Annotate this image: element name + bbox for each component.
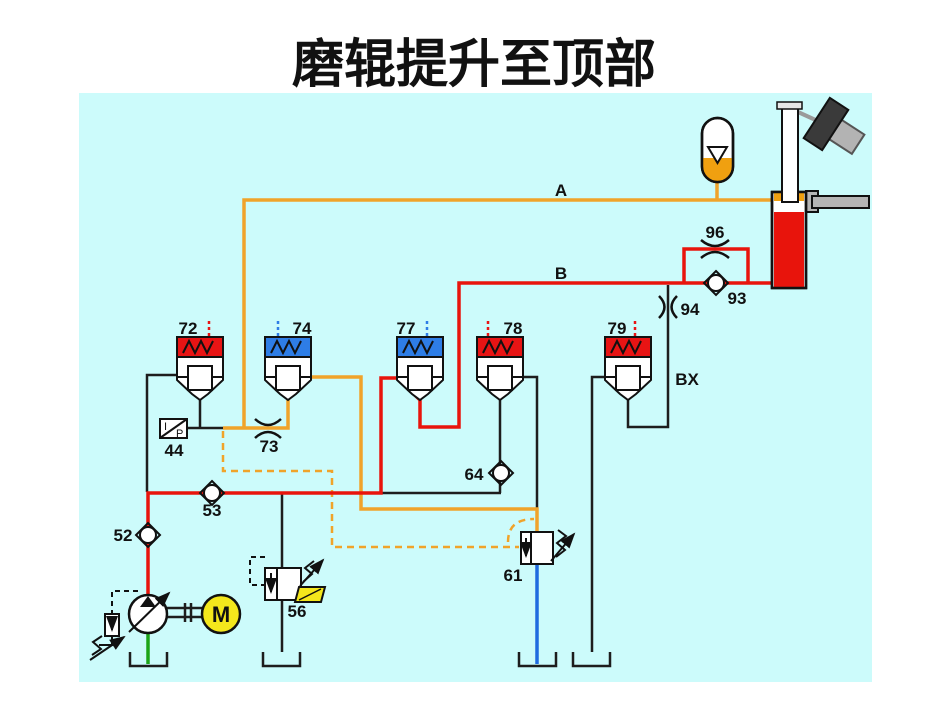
line-a [242, 198, 772, 428]
label-53: 53 [203, 501, 222, 520]
transducer-i: I [164, 421, 167, 433]
tank-valve56 [261, 652, 302, 668]
pump-group [89, 590, 171, 661]
slide-title: 磨辊提升至顶部 [292, 36, 656, 94]
label-valve-77: 77 [397, 319, 416, 338]
shaft [167, 603, 202, 622]
relief-valve-61 [520, 529, 576, 565]
throttle-73 [254, 418, 282, 439]
check-valve-52 [134, 521, 162, 549]
check-valve-53 [198, 479, 226, 507]
motor-label: M [212, 602, 230, 627]
throttles [254, 239, 730, 439]
label-valve-72: 72 [179, 319, 198, 338]
label-56: 56 [288, 602, 307, 621]
check-valve-64 [487, 459, 515, 487]
ip-transducer-44: I P [159, 418, 188, 440]
accumulator-triangle [706, 146, 729, 165]
variable-arrow [128, 591, 171, 633]
label-73: 73 [260, 437, 279, 456]
check-valve-93 [702, 269, 730, 297]
solenoid-valve-56 [249, 556, 327, 603]
orange-lines [223, 182, 772, 531]
compensator-spring [91, 635, 103, 656]
tank-valve79 [571, 652, 612, 668]
label-93: 93 [728, 289, 747, 308]
cartridge-valve-79 [604, 321, 652, 402]
label-line-bx: BX [675, 370, 699, 389]
label-96: 96 [706, 223, 725, 242]
accumulator [700, 116, 735, 184]
label-line-a: A [555, 181, 567, 200]
label-valve-79: 79 [608, 319, 627, 338]
accumulator-gas [703, 158, 732, 181]
motor-circle [200, 593, 242, 635]
tank-pump [128, 652, 169, 668]
check-valves [134, 269, 730, 549]
black-lines [128, 285, 670, 668]
piston-rod [781, 105, 799, 203]
label-64: 64 [465, 465, 484, 484]
label-52: 52 [114, 526, 133, 545]
label-line-b: B [555, 264, 567, 283]
roller-body [802, 96, 850, 152]
motor-group: M [200, 593, 242, 635]
pilot-box-56 [249, 556, 265, 586]
cartridge-valves [176, 321, 652, 402]
cylinder-oil [774, 212, 804, 287]
cylinder-group [770, 96, 870, 290]
pilot-dashed-lines [221, 431, 535, 549]
transducer-p: P [176, 428, 183, 440]
label-44: 44 [165, 441, 184, 460]
label-valve-78: 78 [504, 319, 523, 338]
label-61: 61 [504, 566, 523, 585]
rod-cap [776, 101, 803, 110]
cartridge-valve-72 [176, 321, 224, 402]
pump-flow-triangle [140, 596, 156, 607]
line-73-branch [223, 396, 290, 430]
label-valve-74: 74 [293, 319, 312, 338]
cartridge-valve-77 [396, 321, 444, 402]
mill-bracket-arm [811, 195, 870, 209]
cartridge-valve-74 [264, 321, 312, 402]
tank-valve61 [517, 652, 558, 668]
throttle-94 [658, 295, 678, 319]
grinding-roller [802, 96, 866, 156]
labels: A B BX 72 74 77 78 79 44 52 53 56 61 64 … [114, 181, 747, 621]
cartridge-valve-78 [476, 321, 524, 402]
bypass-96-loop [682, 247, 750, 283]
throttle-96 [700, 239, 730, 259]
line-74-to-61 [311, 375, 539, 531]
label-94: 94 [681, 300, 700, 319]
